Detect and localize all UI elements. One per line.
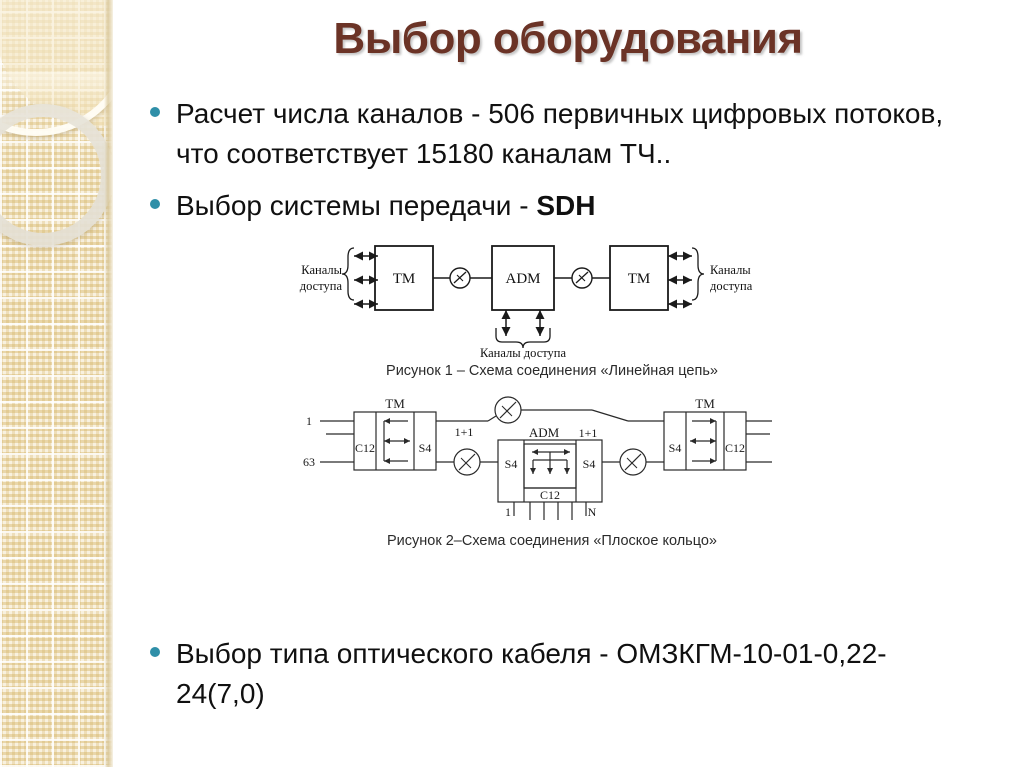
fig2-port-left-first: 1: [306, 414, 312, 428]
bullet-item-optical-cable: Выбор типа оптического кабеля - ОМЗКГМ-1…: [150, 634, 950, 714]
bullet-text-channel-count: Расчет числа каналов - 506 первичных циф…: [176, 98, 944, 169]
figure-1-linear-chain-diagram: TM ADM TM Каналы доступа Каналы доступа …: [300, 245, 753, 360]
decorative-sidebar: [0, 0, 112, 767]
fig1-label-left-access-line2: доступа: [300, 279, 343, 293]
fig2-label-tm-left: TM: [385, 396, 405, 411]
figure-2-flat-ring-diagram: TM TM ADM C12 S4 S4 S4 C12 S4 C12 1+1 1+…: [303, 396, 772, 520]
bullet-text-transmission-system-value: SDH: [536, 190, 596, 221]
fig2-label-tm-right-s4: S4: [669, 441, 682, 455]
fig2-label-adm-s4-right: S4: [583, 457, 596, 471]
fig1-node-label-adm: ADM: [505, 271, 540, 287]
bullet-text-transmission-system: Выбор системы передачи - SDH: [176, 186, 595, 226]
fig2-label-tm-left-s4: S4: [419, 441, 432, 455]
fig1-node-label-tm-left: TM: [393, 271, 416, 287]
bullet-dot-icon: [150, 107, 160, 117]
fig1-label-right-access-line2: доступа: [710, 279, 753, 293]
fig2-trib-first: 1: [505, 505, 511, 519]
bullet-dot-icon: [150, 647, 160, 657]
fig2-label-tm-right: TM: [695, 396, 715, 411]
figure-1-caption: Рисунок 1 – Схема соединения «Линейная ц…: [386, 363, 718, 379]
fig1-label-left-access-line1: Каналы: [301, 263, 342, 277]
fig2-label-adm-s4-left: S4: [505, 457, 518, 471]
page-title: Выбор оборудования: [333, 14, 803, 63]
fig2-label-tm-left-c12: C12: [355, 441, 375, 455]
fig1-label-right-access-line1: Каналы: [710, 263, 751, 277]
fig2-label-protection-right: 1+1: [579, 426, 598, 440]
fig1-node-label-tm-right: TM: [628, 271, 651, 287]
bullet-item-transmission-system: Выбор системы передачи - SDH: [150, 186, 950, 226]
figure-2-caption: Рисунок 2–Схема соединения «Плоское коль…: [387, 533, 717, 549]
fig2-port-left-last: 63: [303, 455, 315, 469]
fig2-label-adm-c12: C12: [540, 488, 560, 502]
fig1-label-bottom-access: Каналы доступа: [480, 346, 567, 360]
fig2-label-adm: ADM: [529, 425, 560, 440]
bullet-item-channel-count: Расчет числа каналов - 506 первичных циф…: [150, 94, 950, 174]
bullet-text-optical-cable: Выбор типа оптического кабеля - ОМЗКГМ-1…: [176, 638, 887, 709]
fig2-label-tm-right-c12: C12: [725, 441, 745, 455]
fig2-trib-last: N: [588, 505, 597, 519]
fig2-label-protection-left: 1+1: [455, 425, 474, 439]
bullet-text-transmission-system-label: Выбор системы передачи -: [176, 190, 537, 221]
bullet-dot-icon: [150, 199, 160, 209]
sidebar-edge-strip: [104, 0, 113, 767]
